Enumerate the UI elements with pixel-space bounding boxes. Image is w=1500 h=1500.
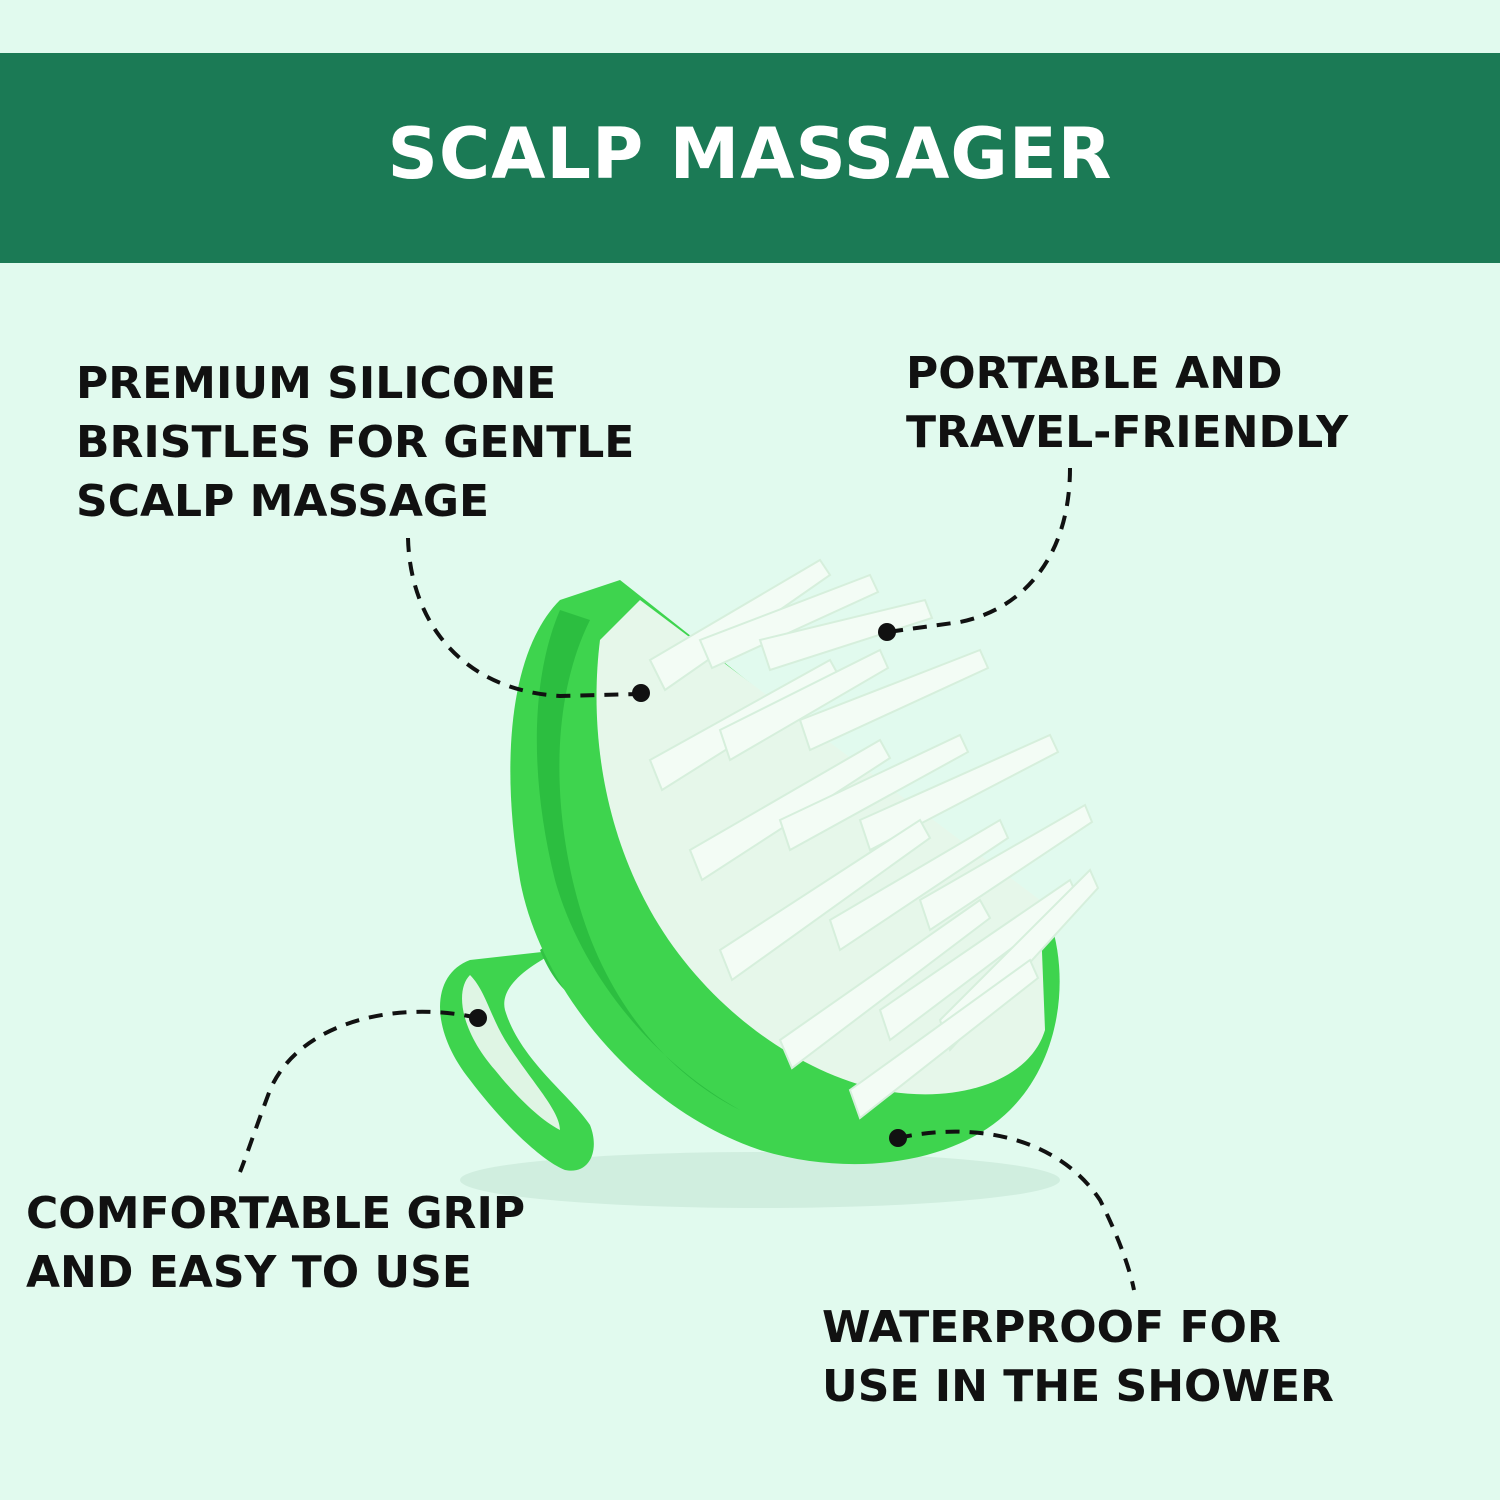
callout-waterproof: WATERPROOF FOR USE IN THE SHOWER xyxy=(822,1298,1334,1416)
header-banner: SCALP MASSAGER xyxy=(0,53,1500,263)
leader-line-portable xyxy=(887,467,1072,634)
callout-grip-line: AND EASY TO USE xyxy=(26,1247,472,1298)
callout-portable: PORTABLE AND TRAVEL-FRIENDLY xyxy=(906,344,1348,462)
anchor-dot-waterproof xyxy=(889,1129,907,1147)
callout-grip-line: COMFORTABLE GRIP xyxy=(26,1188,526,1239)
anchor-dot-bristles xyxy=(632,684,650,702)
leader-line-waterproof xyxy=(897,1129,1136,1291)
anchor-dot-grip xyxy=(469,1009,487,1027)
brush-body-icon xyxy=(510,580,1060,1165)
bristles-icon xyxy=(648,558,1100,1120)
page-title: SCALP MASSAGER xyxy=(387,113,1113,195)
callout-waterproof-line: WATERPROOF FOR xyxy=(822,1302,1281,1353)
product-floor-shadow xyxy=(460,1152,1060,1208)
callout-bristles: PREMIUM SILICONE BRISTLES FOR GENTLE SCA… xyxy=(76,354,634,531)
leader-line-grip xyxy=(238,1009,479,1173)
anchor-dots xyxy=(469,623,907,1147)
callout-portable-line: TRAVEL-FRIENDLY xyxy=(906,407,1349,458)
callout-bristles-line: PREMIUM SILICONE xyxy=(76,358,557,409)
leader-lines xyxy=(238,467,1136,1291)
callout-bristles-line: SCALP MASSAGE xyxy=(76,476,490,527)
leader-line-bristles xyxy=(406,537,641,699)
anchor-dot-portable xyxy=(878,623,896,641)
callout-bristles-line: BRISTLES FOR GENTLE xyxy=(76,417,635,468)
callout-portable-line: PORTABLE AND xyxy=(906,348,1283,399)
callout-grip: COMFORTABLE GRIP AND EASY TO USE xyxy=(26,1184,525,1302)
callout-waterproof-line: USE IN THE SHOWER xyxy=(822,1361,1334,1412)
